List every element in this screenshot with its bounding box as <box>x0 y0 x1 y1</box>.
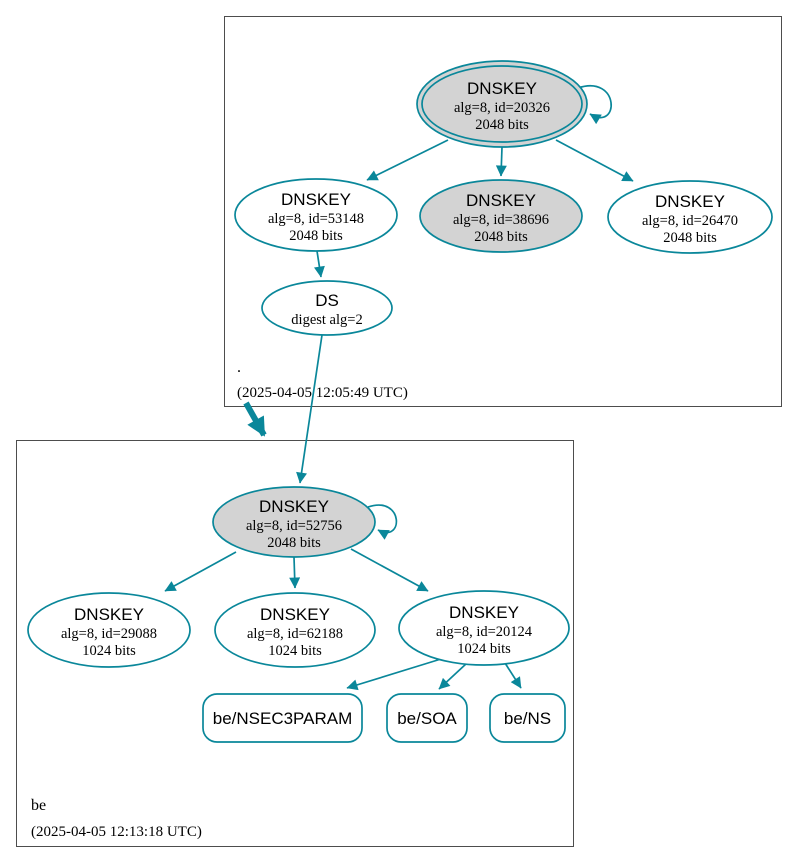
node-detail: 2048 bits <box>475 117 529 133</box>
node-title: DNSKEY <box>449 603 519 622</box>
node-root-ds[interactable]: DS digest alg=2 <box>261 280 393 336</box>
node-root-ksk-20326[interactable]: DNSKEY alg=8, id=20326 2048 bits <box>416 60 588 148</box>
edge-rootksk-to-38696 <box>495 146 507 177</box>
node-title: DNSKEY <box>466 191 536 210</box>
node-detail: 2048 bits <box>474 229 528 245</box>
node-detail: alg=8, id=38696 <box>453 212 549 228</box>
rrset-rect[interactable] <box>202 693 363 743</box>
node-title: DNSKEY <box>259 497 329 516</box>
node-detail: alg=8, id=29088 <box>61 626 157 642</box>
rrset-rect[interactable] <box>386 693 468 743</box>
node-root-dnskey-38696[interactable]: DNSKEY alg=8, id=38696 2048 bits <box>419 179 583 253</box>
rrset-label: be/NS <box>504 709 551 728</box>
edge-rootksk-to-26470 <box>555 139 634 182</box>
node-detail: alg=8, id=53148 <box>268 211 364 227</box>
edge-rootksk-self-loop <box>577 85 612 125</box>
node-detail: alg=8, id=62188 <box>247 626 343 642</box>
zone-box-be <box>16 440 574 847</box>
node-title: DNSKEY <box>467 79 537 98</box>
zone-timestamp-root: (2025-04-05 12:05:49 UTC) <box>237 385 408 401</box>
node-title: DS <box>315 291 339 310</box>
rrset-label: be/NSEC3PARAM <box>213 709 353 728</box>
node-root-dnskey-26470[interactable]: DNSKEY alg=8, id=26470 2048 bits <box>607 180 773 254</box>
node-title: DNSKEY <box>260 605 330 624</box>
edge-rootksk-to-53148 <box>366 139 449 181</box>
node-detail: 2048 bits <box>289 228 343 244</box>
node-be-dnskey-62188[interactable]: DNSKEY alg=8, id=62188 1024 bits <box>214 592 376 668</box>
node-detail: alg=8, id=26470 <box>642 213 738 229</box>
node-ellipse[interactable] <box>398 590 570 666</box>
edge-root-to-be-delegation <box>243 401 267 437</box>
node-be-soa-rrset[interactable]: be/SOA <box>386 693 468 743</box>
node-ellipse[interactable] <box>214 592 376 668</box>
edge-53148-to-ds <box>313 250 325 278</box>
node-detail: 2048 bits <box>267 535 321 551</box>
edge-beksk-self-loop <box>367 504 398 540</box>
node-ellipse[interactable] <box>234 178 398 252</box>
node-detail: alg=8, id=52756 <box>246 518 342 534</box>
node-ellipse[interactable] <box>212 486 376 558</box>
node-ellipse[interactable] <box>27 592 191 668</box>
edge-20124-to-soa <box>438 662 468 690</box>
node-be-ns-rrset[interactable]: be/NS <box>489 693 566 743</box>
node-be-ksk-52756[interactable]: DNSKEY alg=8, id=52756 2048 bits <box>212 486 376 558</box>
zone-label-be: be <box>31 797 46 814</box>
node-title: DNSKEY <box>655 192 725 211</box>
node-root-dnskey-53148[interactable]: DNSKEY alg=8, id=53148 2048 bits <box>234 178 398 252</box>
node-ellipse[interactable] <box>261 280 393 336</box>
node-ellipse[interactable] <box>607 180 773 254</box>
node-detail: alg=8, id=20124 <box>436 624 533 640</box>
edge-ds-to-beksk <box>296 334 323 484</box>
edge-beksk-to-20124 <box>350 548 429 592</box>
zone-box-root <box>224 16 782 407</box>
edge-20124-to-nsec3param <box>346 658 442 691</box>
node-be-dnskey-20124[interactable]: DNSKEY alg=8, id=20124 1024 bits <box>398 590 570 666</box>
node-detail: digest alg=2 <box>291 312 362 328</box>
rrset-rect[interactable] <box>489 693 566 743</box>
node-detail: 1024 bits <box>268 643 322 659</box>
node-ellipse[interactable] <box>419 179 583 253</box>
edge-20124-to-ns <box>504 662 522 689</box>
node-detail: 1024 bits <box>82 643 136 659</box>
rrset-label: be/SOA <box>397 709 457 728</box>
node-title: DNSKEY <box>281 190 351 209</box>
edge-beksk-to-62188 <box>289 556 301 589</box>
node-be-dnskey-29088[interactable]: DNSKEY alg=8, id=29088 1024 bits <box>27 592 191 668</box>
edge-beksk-to-29088 <box>164 551 237 592</box>
node-root-ksk-inner-ellipse <box>421 65 583 143</box>
node-detail: 2048 bits <box>663 230 717 246</box>
node-be-nsec3param-rrset[interactable]: be/NSEC3PARAM <box>202 693 363 743</box>
zone-label-root: . <box>237 359 241 376</box>
node-detail: alg=8, id=20326 <box>454 100 550 116</box>
node-root-ksk-outer-ellipse[interactable] <box>416 60 588 148</box>
node-title: DNSKEY <box>74 605 144 624</box>
zone-timestamp-be: (2025-04-05 12:13:18 UTC) <box>31 824 202 840</box>
node-detail: 1024 bits <box>457 641 511 657</box>
